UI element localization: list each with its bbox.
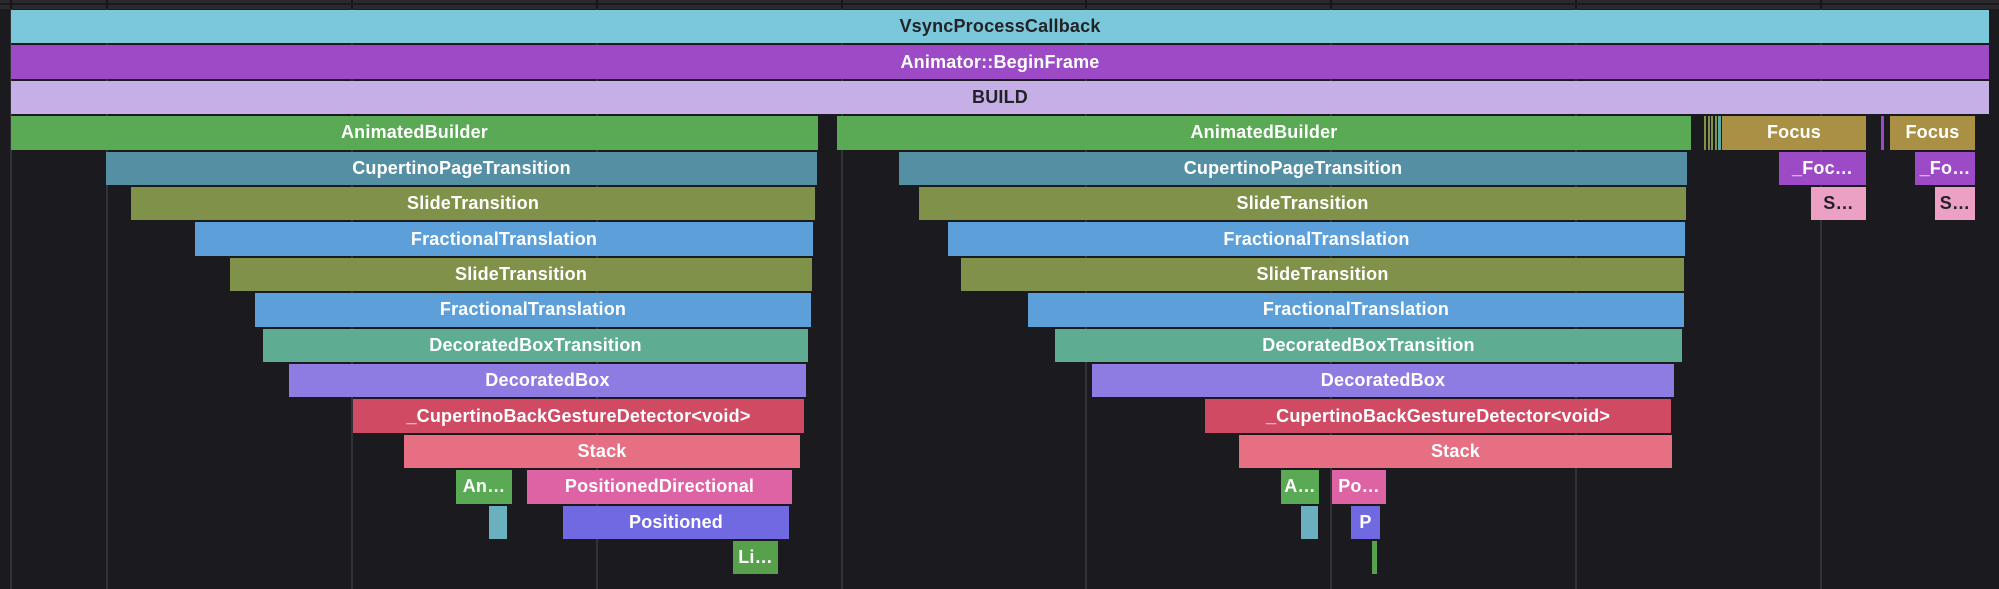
flame-bar-decoratedbox[interactable]: DecoratedBox [289, 364, 806, 398]
ruler-tick [1820, 0, 1822, 9]
flame-bar-an[interactable]: An… [456, 470, 512, 504]
flame-bar-sliver[interactable] [1704, 116, 1706, 150]
ruler-tick [1085, 0, 1087, 9]
flame-bar-foc[interactable]: _Foc… [1779, 151, 1866, 185]
flame-bar-decoratedbox[interactable]: DecoratedBox [1092, 364, 1674, 398]
flame-bar-p[interactable]: P [1351, 505, 1380, 539]
ruler-tick [596, 0, 598, 9]
flame-bar-build[interactable]: BUILD [11, 80, 1989, 115]
flame-bar-s[interactable]: S… [1935, 187, 1975, 221]
flame-bar-sliver[interactable] [1714, 116, 1717, 150]
flame-bar-fractionaltranslation[interactable]: FractionalTranslation [195, 222, 813, 256]
flame-bar-sliver[interactable] [1881, 116, 1884, 150]
timeline-ruler [0, 0, 1999, 9]
flame-bar-positioneddirectional[interactable]: PositionedDirectional [527, 470, 792, 504]
flame-bar-decoratedboxtransition[interactable]: DecoratedBoxTransition [1055, 328, 1682, 362]
flame-bar-fo[interactable]: _Fo… [1915, 151, 1975, 185]
flame-bar-slidetransition[interactable]: SlideTransition [961, 257, 1684, 292]
flame-bar-focus[interactable]: Focus [1722, 116, 1866, 150]
ruler-tick [841, 0, 843, 9]
gridline [106, 9, 108, 589]
flame-bar-a[interactable]: A… [1281, 470, 1319, 504]
flame-bar-vsyncprocesscallback[interactable]: VsyncProcessCallback [11, 10, 1989, 44]
flame-bar-li[interactable]: Li… [733, 541, 778, 575]
flame-bar-fractionaltranslation[interactable]: FractionalTranslation [255, 293, 811, 327]
gridline [1820, 9, 1822, 589]
flame-bar-slidetransition[interactable]: SlideTransition [230, 257, 812, 292]
flame-bar-cupertinopagetransition[interactable]: CupertinoPageTransition [106, 151, 817, 185]
flame-bar-cupertinobackgesturedetector-void[interactable]: _CupertinoBackGestureDetector<void> [353, 399, 804, 433]
flame-bar-sliver[interactable] [1372, 541, 1377, 575]
flame-bar-animatedbuilder[interactable]: AnimatedBuilder [11, 116, 818, 150]
flame-bar-sliver[interactable] [1301, 505, 1318, 539]
flame-bar-focus[interactable]: Focus [1890, 116, 1975, 150]
flame-bar-animatedbuilder[interactable]: AnimatedBuilder [837, 116, 1691, 150]
flame-bar-fractionaltranslation[interactable]: FractionalTranslation [948, 222, 1685, 256]
flame-bar-stack[interactable]: Stack [1239, 434, 1672, 469]
flame-bar-cupertinopagetransition[interactable]: CupertinoPageTransition [899, 151, 1687, 185]
flame-bar-sliver[interactable] [489, 505, 507, 539]
gridline [841, 9, 843, 589]
ruler-tick [10, 0, 12, 9]
flame-bar-po[interactable]: Po… [1332, 470, 1386, 504]
ruler-tick [1575, 0, 1577, 9]
flame-bar-sliver[interactable] [1707, 116, 1710, 150]
flame-bar-slidetransition[interactable]: SlideTransition [131, 187, 815, 221]
flame-bar-decoratedboxtransition[interactable]: DecoratedBoxTransition [263, 328, 808, 362]
flame-bar-stack[interactable]: Stack [404, 434, 800, 469]
flame-bar-slidetransition[interactable]: SlideTransition [919, 187, 1686, 221]
gridline [10, 9, 12, 589]
flame-bar-sliver[interactable] [1718, 116, 1721, 150]
ruler-tick [106, 0, 108, 9]
flame-bar-fractionaltranslation[interactable]: FractionalTranslation [1028, 293, 1684, 327]
flame-bar-s[interactable]: S… [1811, 187, 1866, 221]
ruler-tick [351, 0, 353, 9]
flame-bar-animator-beginframe[interactable]: Animator::BeginFrame [11, 45, 1989, 79]
flame-bar-sliver[interactable] [1711, 116, 1713, 150]
flame-bar-positioned[interactable]: Positioned [563, 505, 789, 539]
ruler-tick [1330, 0, 1332, 9]
flame-bar-cupertinobackgesturedetector-void[interactable]: _CupertinoBackGestureDetector<void> [1205, 399, 1671, 433]
